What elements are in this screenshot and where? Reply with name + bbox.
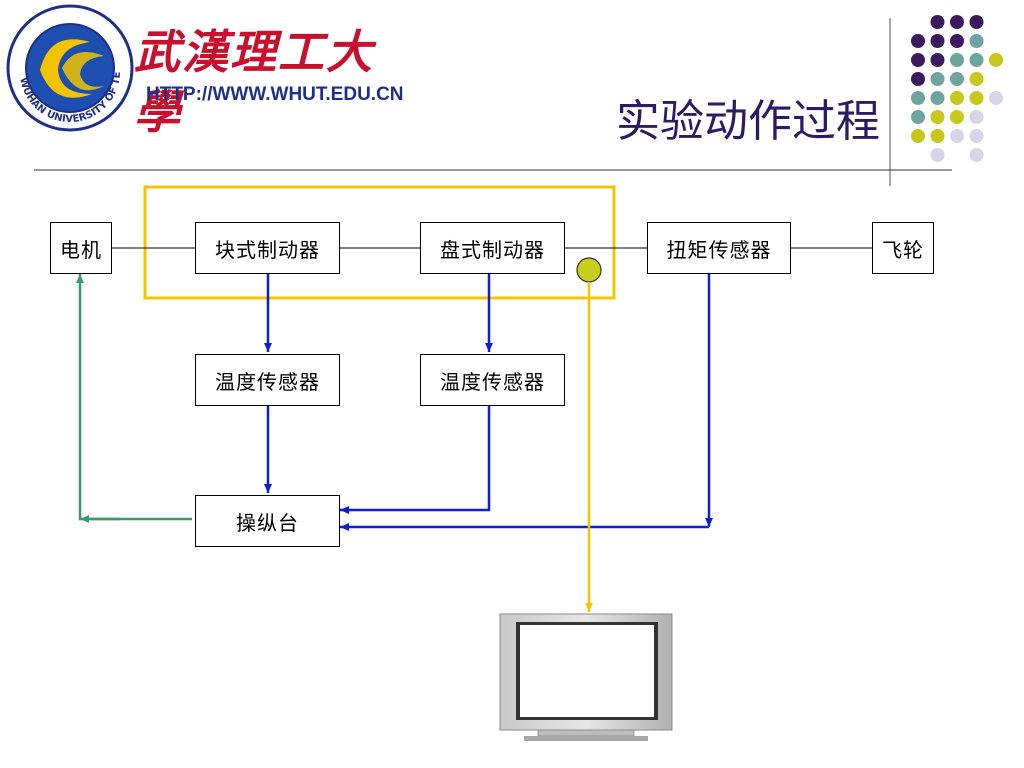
decorative-dot: [911, 34, 925, 48]
temperature-sensor-box-1: 温度传感器: [195, 354, 340, 406]
decorative-dot: [950, 53, 964, 67]
flywheel-box: 飞轮: [872, 222, 934, 274]
motor-box: 电机: [50, 222, 112, 274]
decorative-dot: [930, 110, 945, 124]
decorative-dot: [930, 15, 945, 29]
decorative-dot: [969, 53, 984, 67]
decorative-dots: [889, 15, 1003, 186]
decorative-dot: [911, 91, 925, 105]
decorative-dot: [930, 53, 945, 67]
block-brake-box: 块式制动器: [195, 222, 340, 274]
disc-brake-box: 盘式制动器: [420, 222, 565, 274]
decorative-dot: [911, 53, 925, 67]
decorative-dot: [969, 110, 984, 124]
decorative-dot: [911, 110, 925, 124]
slide-title: 实验动作过程: [616, 96, 880, 147]
torque-sensor-box: 扭矩传感器: [647, 222, 791, 274]
arrow-temp2-to-console: [340, 406, 491, 514]
decorative-dot: [969, 72, 984, 86]
decorative-dot: [950, 91, 964, 105]
decorative-dot: [930, 34, 945, 48]
decorative-dot: [969, 129, 984, 143]
decorative-dot: [969, 15, 984, 29]
decorative-dot: [930, 129, 945, 143]
decorative-dot: [911, 129, 925, 143]
brake-group-outline: [143, 185, 616, 300]
decorative-dot: [989, 53, 1003, 67]
decorative-dot: [969, 91, 984, 105]
decorative-dot: [969, 148, 984, 162]
monitor-icon: [499, 613, 673, 741]
decorative-dot: [950, 72, 964, 86]
decorative-dot: [950, 110, 964, 124]
university-emblem-icon: WUHAN UNIVERSITY OF TECHNOLOGY: [0, 0, 134, 132]
decorative-dot: [969, 34, 984, 48]
decorative-dot: [930, 148, 945, 162]
signal-node-icon: [576, 257, 602, 283]
decorative-dot: [911, 72, 925, 86]
temperature-sensor-box-2: 温度传感器: [420, 354, 565, 406]
school-name: 武漢理工大學: [134, 25, 374, 139]
decorative-dot: [930, 72, 945, 86]
arrow-console-to-motor: [76, 274, 192, 521]
decorative-dot: [950, 34, 964, 48]
decorative-dot: [950, 129, 964, 143]
console-box: 操纵台: [195, 495, 340, 547]
decorative-dot: [930, 91, 945, 105]
decorative-dot: [950, 15, 964, 29]
decorative-dot: [989, 91, 1003, 105]
school-url-link[interactable]: HTTP://WWW.WHUT.EDU.CN: [146, 84, 404, 105]
